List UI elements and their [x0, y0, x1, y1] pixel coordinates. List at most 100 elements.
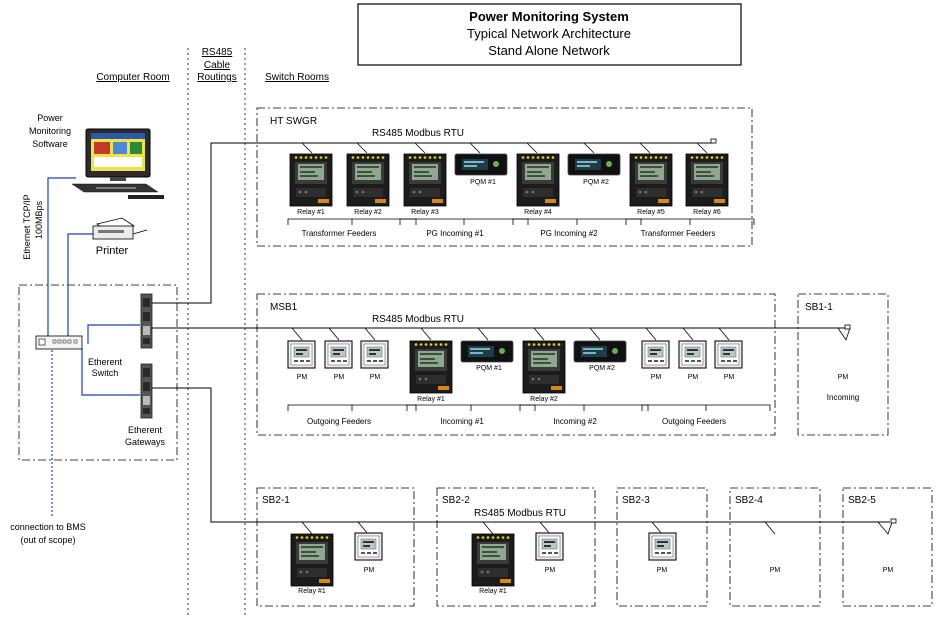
diagram-subtitle-2: Stand Alone Network [488, 43, 610, 58]
panel-sb1-1-name: SB1-1 [805, 302, 833, 313]
ethernet-label-2: 100MBps [34, 200, 44, 239]
sb2-device-label: Relay #1 [479, 588, 507, 595]
msb-group-label: Incoming #1 [440, 417, 484, 426]
panel-sb2-name: SB2-5 [848, 495, 876, 506]
software-label-2: Monitoring [29, 126, 71, 136]
ethernet-switch-icon [35, 335, 83, 350]
msb-device-label: Relay #1 [417, 396, 445, 403]
ht-relay-4-icon [516, 153, 560, 207]
printer-label: Printer [96, 245, 129, 257]
msb-device-label: PM [651, 374, 662, 381]
msb-pm-icon [714, 340, 743, 369]
ht-group-brace [512, 218, 642, 226]
panel-sb2-name: SB2-2 [442, 495, 470, 506]
sb2-3-pm-icon [648, 532, 677, 561]
ht-pqm-1-icon [454, 153, 508, 176]
sb2-device-label: PM [545, 567, 556, 574]
panel-sb1-1 [797, 293, 889, 436]
bms-label-1: connection to BMS [10, 522, 86, 532]
ht-group-label: Transformer Feeders [641, 229, 716, 238]
diagram-title: Power Monitoring System [469, 9, 629, 24]
ht-group-label: PG Incoming #2 [540, 229, 598, 238]
msb-device-label: Relay #2 [530, 396, 558, 403]
sb2-device-label: PM [883, 567, 894, 574]
msb-pm-icon [324, 340, 353, 369]
gateways-label-2: Gateways [125, 437, 166, 447]
switch-rooms-heading: Switch Rooms [265, 72, 329, 83]
panel-sb2-name: SB2-3 [622, 495, 650, 506]
gateways-label-1: Etherent [128, 425, 163, 435]
sb1-1-group-label: Incoming [827, 393, 859, 402]
msb-pqm-2-icon [573, 340, 627, 363]
sb2-2-pm-icon [535, 532, 564, 561]
ht-device-label: Relay #6 [693, 209, 721, 216]
msb-device-label: PM [688, 374, 699, 381]
panel-sb2-name: SB2-1 [262, 495, 290, 506]
msb-group-label: Outgoing Feeders [662, 417, 726, 426]
sb2-device-label: PM [364, 567, 375, 574]
software-label-3: Software [32, 139, 68, 149]
ht-drops [301, 142, 708, 154]
msb-relay-1-icon [409, 340, 453, 394]
msb-relay-2-icon [522, 340, 566, 394]
ethernet-wiring [47, 177, 140, 518]
panel-msb1 [256, 293, 776, 436]
sb2-bus-terminator [890, 518, 897, 524]
sb1-1-drop [837, 327, 851, 341]
rs485-heading-3: Routings [197, 72, 236, 83]
panel-ht-swgr [256, 107, 753, 247]
ht-group-label: Transformer Feeders [302, 229, 377, 238]
sb2-device-label: PM [657, 567, 668, 574]
ht-bus-terminator [710, 138, 717, 144]
printer-icon [92, 217, 148, 240]
ht-relay-3-icon [403, 153, 447, 207]
title-box: Power Monitoring System Typical Network … [357, 3, 742, 66]
sb2-bus-label: RS485 Modbus RTU [474, 508, 566, 519]
bms-label-2: (out of scope) [20, 535, 75, 545]
ht-device-label: Relay #3 [411, 209, 439, 216]
msb-device-label: PM [724, 374, 735, 381]
ht-device-label: Relay #5 [637, 209, 665, 216]
msb-pm-icon [360, 340, 389, 369]
sb2-drops [301, 521, 893, 535]
rs485-heading-2: Cable [204, 60, 231, 71]
msb-device-label: PQM #2 [589, 365, 615, 372]
ht-device-label: Relay #2 [354, 209, 382, 216]
msb-group-brace [641, 404, 771, 412]
msb-group-brace [406, 404, 536, 412]
ht-group-brace [625, 218, 755, 226]
ht-device-label: Relay #1 [297, 209, 325, 216]
msb-group-brace [519, 404, 649, 412]
diagram-subtitle: Typical Network Architecture [467, 26, 631, 41]
msb-bus-label: RS485 Modbus RTU [372, 314, 464, 325]
msb-group-label: Incoming #2 [553, 417, 597, 426]
msb-device-label: PQM #1 [476, 365, 502, 372]
msb-pm-icon [287, 340, 316, 369]
ht-device-label: Relay #4 [524, 209, 552, 216]
msb-device-label: PM [297, 374, 308, 381]
msb-pm-icon [641, 340, 670, 369]
sb2-1-pm-icon [354, 532, 383, 561]
sb2-2-relay-icon [471, 533, 515, 587]
panel-sb2-1 [256, 487, 415, 607]
computer-room-enclosure [18, 284, 178, 461]
gateway-icon-1 [140, 293, 153, 349]
msb-device-label: PM [370, 374, 381, 381]
panel-sb2-3 [616, 487, 708, 607]
panel-ht-swgr-name: HT SWGR [270, 116, 317, 127]
computer-room-heading: Computer Room [96, 72, 169, 83]
sb1-1-device-label: PM [838, 374, 849, 381]
sb2-device-label: Relay #1 [298, 588, 326, 595]
panel-msb1-name: MSB1 [270, 302, 298, 313]
software-label-1: Power [37, 113, 63, 123]
ht-device-label: PQM #2 [583, 179, 609, 186]
rs485-routing [152, 142, 890, 523]
sb2-device-label: PM [770, 567, 781, 574]
ht-relay-2-icon [346, 153, 390, 207]
panel-sb2-4 [729, 487, 821, 607]
msb-pqm-1-icon [460, 340, 514, 363]
ht-group-label: PG Incoming #1 [426, 229, 484, 238]
sb2-1-relay-icon [290, 533, 334, 587]
msb-drops [291, 327, 730, 341]
